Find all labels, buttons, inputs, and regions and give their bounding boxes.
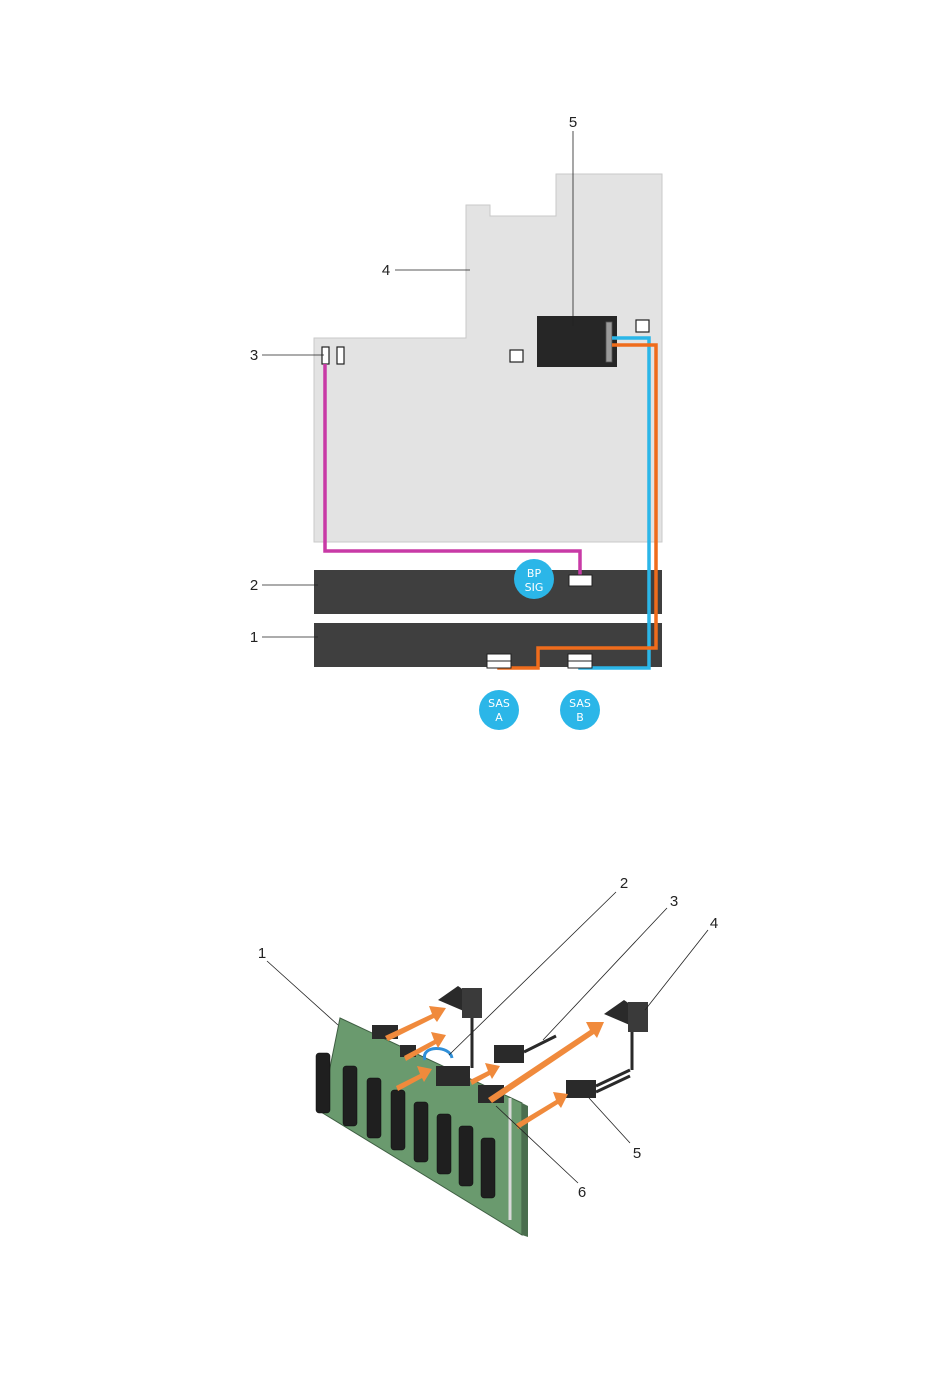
sas-b-label-line1: SAS — [569, 697, 591, 710]
board-component — [636, 320, 649, 332]
storage-controller — [537, 316, 617, 367]
storage-controller-port — [606, 322, 612, 362]
callout-4: 4 — [382, 262, 390, 279]
bp-sig-label-line1: BP — [527, 567, 542, 580]
bp-sig-bubble: BP SIG — [514, 559, 554, 599]
drive-slot — [414, 1102, 428, 1162]
callout-6: 6 — [578, 1184, 586, 1201]
sas-a-connector-lower — [487, 661, 511, 668]
top-cabling-diagram: BP SIG SAS A SAS B 5 4 3 2 1 — [250, 114, 662, 730]
sas-cable-upper — [438, 986, 482, 1068]
bp-sig-label-line2: SIG — [525, 581, 544, 594]
callout-5: 5 — [633, 1145, 641, 1162]
sas-b-connector — [568, 654, 592, 661]
arrow — [470, 1063, 500, 1085]
callout-4: 4 — [710, 915, 718, 932]
drive-slot — [459, 1126, 473, 1186]
sas-a-connector — [487, 654, 511, 661]
drive-slot — [481, 1138, 495, 1198]
sas-b-bubble: SAS B — [560, 690, 600, 730]
drive-slot — [367, 1078, 381, 1138]
bottom-backplane-diagram: 1 2 3 4 5 6 — [258, 875, 718, 1237]
sas-a-label-line1: SAS — [488, 697, 510, 710]
callout-2: 2 — [250, 577, 258, 594]
leader-line — [267, 961, 338, 1025]
leader-line — [645, 930, 708, 1010]
drive-slot — [391, 1090, 405, 1150]
leader-line — [589, 1098, 630, 1143]
callout-5: 5 — [569, 114, 577, 131]
callout-1: 1 — [258, 945, 266, 962]
leader-line — [543, 908, 667, 1040]
sas-b-label-line2: B — [576, 711, 584, 724]
power-cable-connector — [566, 1070, 630, 1098]
sas-a-bubble: SAS A — [479, 690, 519, 730]
bp-sig-connector — [569, 575, 592, 586]
backplane-connector — [436, 1066, 470, 1086]
backplane-strip-2 — [314, 570, 662, 614]
signal-cable-loop — [424, 1048, 452, 1060]
sas-b-connector-lower — [568, 661, 592, 668]
sas-cable-right — [604, 1000, 648, 1070]
callout-3: 3 — [250, 347, 258, 364]
drive-slot — [316, 1053, 330, 1113]
callout-3: 3 — [670, 893, 678, 910]
sas-a-label-line2: A — [495, 711, 503, 724]
board-component — [510, 350, 523, 362]
drive-slot — [437, 1114, 451, 1174]
signal-connector-right — [337, 347, 344, 364]
callout-2: 2 — [620, 875, 628, 892]
drive-slot — [343, 1066, 357, 1126]
signal-connector-left — [322, 347, 329, 364]
callout-1: 1 — [250, 629, 258, 646]
